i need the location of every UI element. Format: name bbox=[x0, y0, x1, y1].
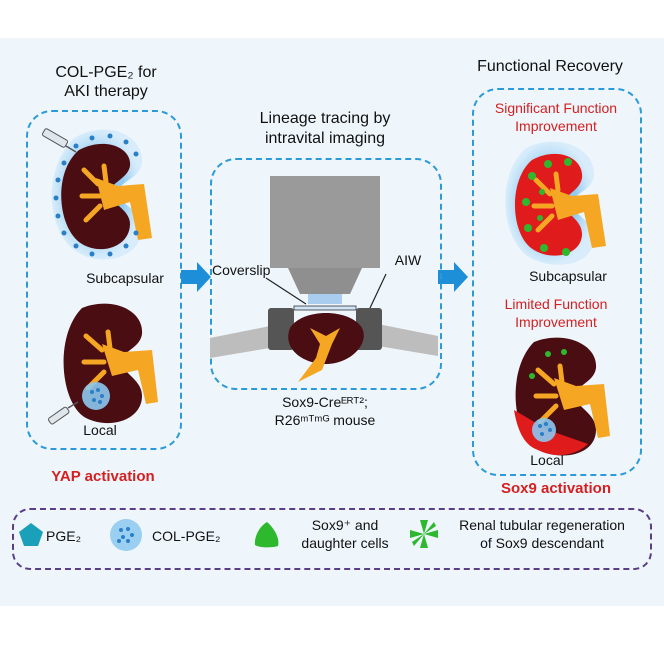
mouse-model-line2: R26ᵐᵀᵐᴳ mouse bbox=[274, 412, 376, 428]
limited-improvement-line2: Improvement bbox=[515, 314, 597, 330]
arrow-right-icon bbox=[438, 262, 468, 292]
legend-pge2: PGE₂ bbox=[46, 528, 81, 544]
legend-regen-line2: of Sox9 descendant bbox=[480, 535, 604, 551]
left-label-local: Local bbox=[83, 422, 117, 438]
imaging-panel bbox=[210, 158, 442, 390]
legend-regen-line1: Renal tubular regeneration bbox=[459, 517, 625, 533]
left-label-subcapsular: Subcapsular bbox=[86, 270, 164, 286]
arrow-right-icon bbox=[181, 262, 211, 292]
right-label-subcapsular: Subcapsular bbox=[529, 268, 607, 284]
yap-activation-label: YAP activation bbox=[51, 468, 155, 485]
recovered-subcapsular-kidney bbox=[505, 141, 606, 265]
legend-sox9-line1: Sox9⁺ and bbox=[311, 517, 379, 533]
pentagon-icon bbox=[19, 523, 43, 546]
recovery-title: Functional Recovery bbox=[477, 58, 623, 75]
recovered-local-kidney bbox=[514, 337, 610, 456]
legend-col-pge2: COL-PGE₂ bbox=[152, 528, 221, 544]
significant-improvement-line1: Significant Function bbox=[494, 100, 618, 116]
aiw-label: AIW bbox=[394, 252, 422, 268]
legend-box bbox=[12, 508, 652, 570]
imaging-title-line2: intravital imaging bbox=[264, 130, 386, 147]
sox9-activation-label: Sox9 activation bbox=[500, 480, 612, 497]
limited-improvement-line1: Limited Function bbox=[504, 296, 608, 312]
therapy-title-line1: COL-PGE₂ for bbox=[55, 64, 157, 81]
subcapsular-injected-kidney bbox=[51, 129, 152, 260]
therapy-title-line2: AKI therapy bbox=[64, 83, 148, 100]
mouse-model-line1: Sox9-Creᴱᴿᵀ²; bbox=[282, 394, 368, 410]
significant-improvement-line2: Improvement bbox=[515, 118, 597, 134]
legend-sox9-line2: daughter cells bbox=[301, 535, 389, 551]
imaging-title-line1: Lineage tracing by bbox=[259, 110, 391, 127]
intravital-microscope-setup bbox=[210, 176, 438, 382]
coverslip-label: Coverslip bbox=[212, 262, 271, 278]
sox9-cell-icon bbox=[254, 522, 279, 548]
right-label-local: Local bbox=[530, 452, 564, 468]
hydrogel-icon bbox=[110, 519, 142, 551]
local-injected-kidney bbox=[63, 303, 158, 424]
tubular-regeneration-icon bbox=[410, 520, 438, 548]
recovery-panel bbox=[472, 88, 642, 476]
syringe-icon bbox=[47, 401, 79, 425]
syringe-icon bbox=[41, 128, 77, 153]
